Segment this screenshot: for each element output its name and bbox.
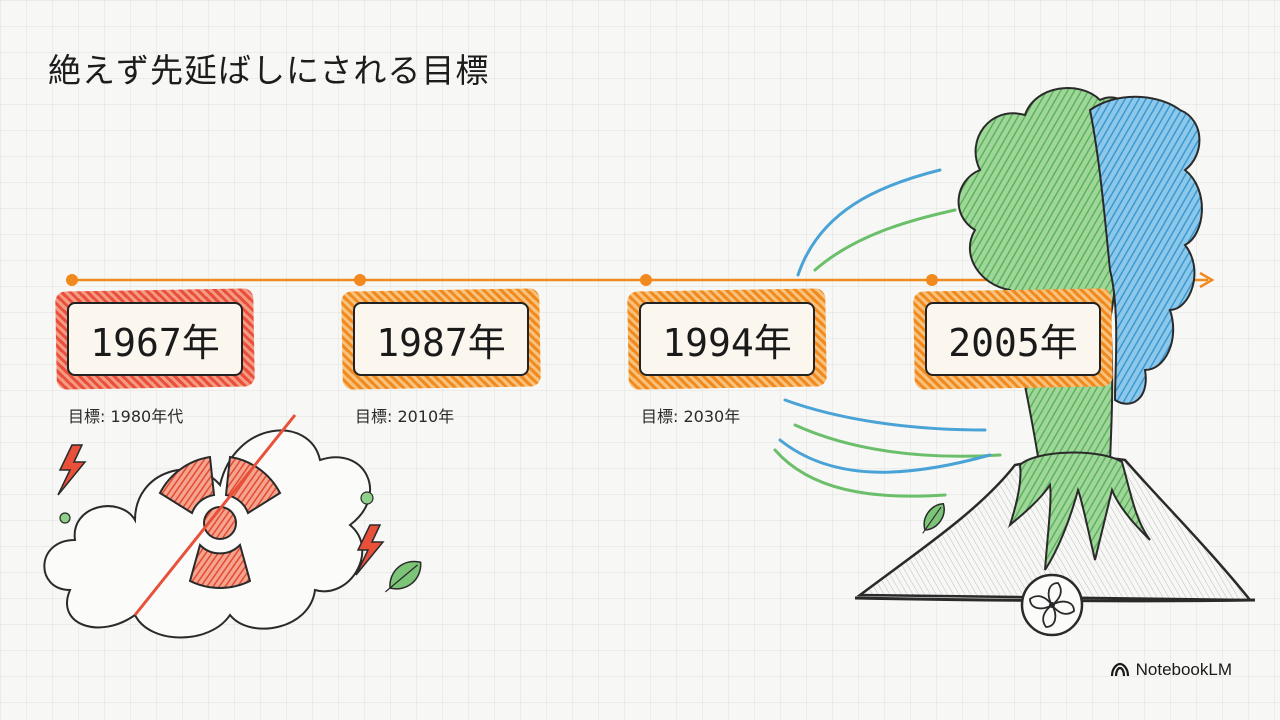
fan-icon <box>1020 573 1084 637</box>
lightning-icon <box>57 444 87 496</box>
goal-label: 目標: 2010年 <box>355 407 455 426</box>
year-label: 1994年 <box>639 302 815 376</box>
leaf-icon <box>385 560 422 593</box>
year-label: 1967年 <box>67 302 243 376</box>
decor-dot <box>59 512 71 524</box>
timeline-dot <box>926 274 938 286</box>
brand-badge: NotebookLM <box>1110 660 1232 680</box>
radiation-cloud-illustration <box>43 414 422 639</box>
radiation-icon <box>158 455 282 589</box>
timeline-arrow-icon <box>1199 271 1215 289</box>
year-card-1994: 1994年 <box>627 288 827 390</box>
page-title: 絶えず先延ばしにされる目標 <box>48 51 490 90</box>
decor-dot <box>360 491 374 505</box>
year-card-1987: 1987年 <box>341 288 541 390</box>
year-label: 2005年 <box>925 302 1101 376</box>
timeline-dot <box>354 274 366 286</box>
brand-name: NotebookLM <box>1135 660 1232 679</box>
timeline-dot <box>640 274 652 286</box>
goal-label: 目標: 1980年代 <box>68 407 184 426</box>
year-label: 1987年 <box>353 302 529 376</box>
year-card-2005: 2005年 <box>913 288 1113 390</box>
lightning-icon <box>355 524 385 576</box>
wind-lines <box>773 168 1002 498</box>
strike-line <box>133 414 297 616</box>
leaf-icon <box>922 502 945 534</box>
plume-blue <box>1088 95 1203 405</box>
timeline-dot <box>66 274 78 286</box>
year-card-1967: 1967年 <box>55 288 255 390</box>
goal-label: 目標: 2030年 <box>641 407 741 426</box>
lava-flow <box>1008 451 1151 571</box>
notebooklm-logo-icon <box>1110 662 1129 677</box>
